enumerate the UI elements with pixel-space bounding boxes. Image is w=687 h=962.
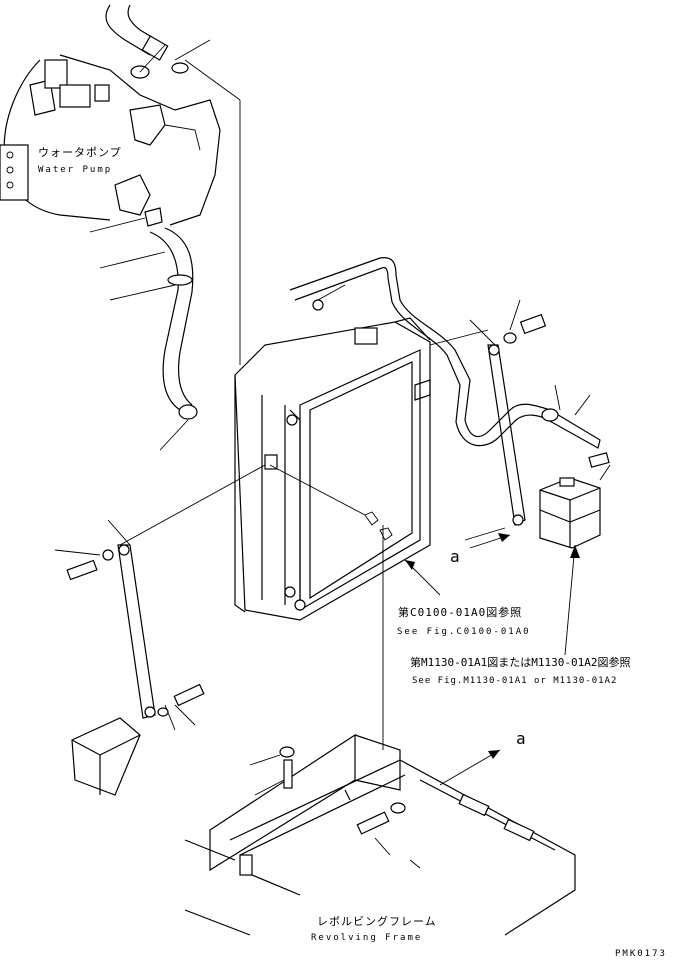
- leader-lines: [54, 39, 241, 731]
- ref-arrows: [405, 545, 580, 570]
- ref1-label-jp: 第C0100-01A0図参照: [398, 606, 523, 619]
- reservoir-tank: [539, 384, 611, 549]
- radiator: [234, 317, 431, 621]
- ref2-label-jp: 第M1130-01A1図またはM1130-01A2図参照: [410, 656, 631, 669]
- overflow-tube: [289, 257, 610, 468]
- water-pump-label-en: Water Pump: [38, 165, 113, 175]
- water-pump: [0, 54, 221, 226]
- frame-label-jp: レボルビングフレーム: [317, 915, 437, 928]
- left-stay: [66, 544, 205, 796]
- right-stay: [429, 299, 547, 526]
- drawing-code: PMK0173: [615, 949, 667, 959]
- frame-label-en: Revolving Frame: [311, 933, 423, 943]
- arrow-a-upper: [469, 533, 511, 549]
- ref1-label-en: See Fig.C0100-01A0: [397, 627, 531, 637]
- ref2-label-en: See Fig.M1130-01A1 or M1130-01A2: [412, 676, 618, 686]
- lower-hose: [144, 207, 198, 420]
- arrow-a-lower: [439, 749, 501, 786]
- revolving-frame: [184, 733, 576, 936]
- water-pump-label-jp: ウォータポンプ: [38, 146, 122, 159]
- upper-hose: [105, 4, 189, 79]
- arrow-a-lower-label: a: [516, 729, 526, 748]
- arrow-a-upper-label: a: [450, 547, 460, 566]
